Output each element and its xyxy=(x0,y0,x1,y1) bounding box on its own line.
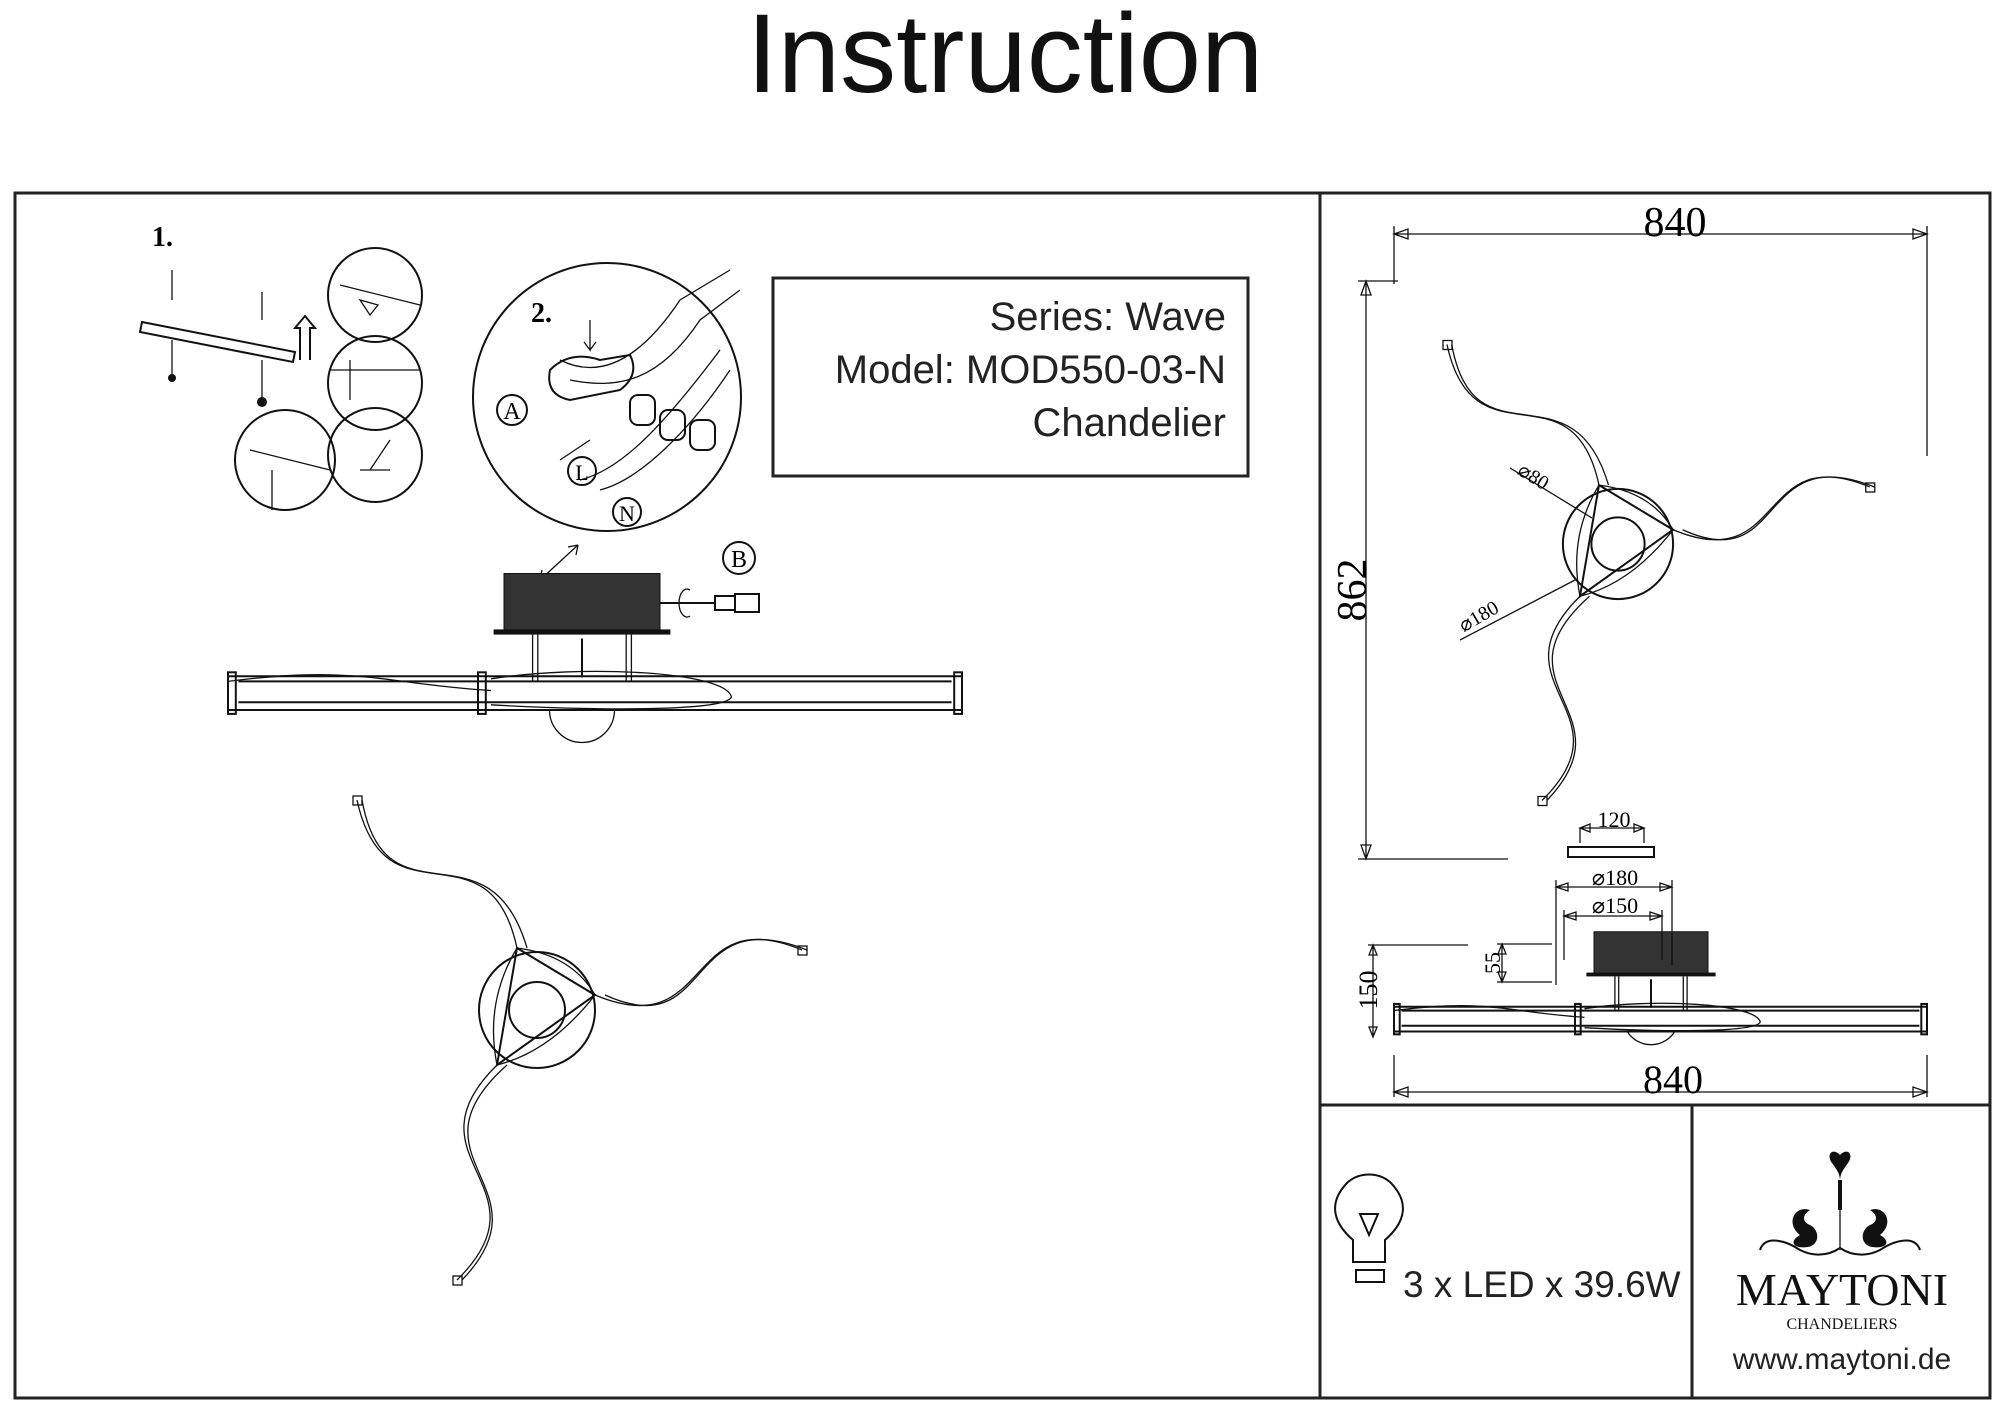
step1-label: 1. xyxy=(152,222,173,253)
bar-clamp xyxy=(1393,1002,1401,1036)
brand-tagline: CHANDELIERS xyxy=(1786,1316,1897,1333)
canopy-plate xyxy=(493,629,671,635)
arm-end-cap xyxy=(352,795,363,806)
series-label: Series: Wave xyxy=(990,295,1226,339)
body-circle xyxy=(478,951,596,1069)
rod xyxy=(1614,976,1688,1011)
bar-clamp xyxy=(477,671,487,715)
bar-clamp xyxy=(953,671,964,715)
bar-clamp xyxy=(227,671,237,715)
side-view-assembly xyxy=(227,573,964,744)
wave-curve xyxy=(227,670,733,710)
lamp-spec: 3 x LED x 39.6W xyxy=(1403,1264,1681,1305)
dim-base-180: ⌀180 xyxy=(1592,865,1638,890)
arm-link xyxy=(1576,484,1600,597)
canopy-mesh xyxy=(1593,931,1709,975)
wave-arm xyxy=(1541,595,1581,801)
rod xyxy=(531,634,633,682)
arm-end-cap xyxy=(797,945,808,956)
maytoni-logo: MAYTONI CHANDELIERS xyxy=(1736,1151,1948,1333)
dim-total-height: 150 xyxy=(1354,971,1383,1010)
top-dimensions: 840 862 ⌀80 ⌀180 xyxy=(1330,200,1929,861)
dim-base-150: ⌀150 xyxy=(1592,893,1638,918)
brand-url[interactable]: www.maytoni.de xyxy=(1732,1343,1951,1376)
brand-name: MAYTONI xyxy=(1736,1264,1948,1315)
wave-bar xyxy=(227,675,963,711)
bulb-globe xyxy=(548,709,616,744)
arm-link xyxy=(492,947,518,1066)
canopy-circle xyxy=(508,981,566,1039)
bulb-globe xyxy=(1626,1031,1676,1046)
arm-link xyxy=(496,994,596,1066)
wave-arm xyxy=(1682,476,1875,541)
model-label: Model: MOD550-03-N xyxy=(835,348,1226,392)
bar-clamp xyxy=(1574,1002,1582,1036)
spec-box: Series: Wave Model: MOD550-03-N Chandeli… xyxy=(771,276,1250,478)
arm-link xyxy=(516,947,596,996)
step2-label: 2. xyxy=(531,298,552,329)
dim-side-width: 840 xyxy=(1643,1057,1703,1102)
wave-arm xyxy=(461,1064,508,1281)
dim-top-width: 840 xyxy=(1644,200,1707,246)
wave-arm xyxy=(1672,476,1871,541)
wave-bar xyxy=(1393,1005,1928,1033)
arm-end-cap xyxy=(1537,795,1548,807)
side-view-right xyxy=(1393,931,1929,1046)
wave-arm xyxy=(361,799,528,949)
label-b: B xyxy=(731,547,747,573)
dim-canopy-dia: ⌀80 xyxy=(1514,459,1553,495)
body-circle xyxy=(1561,487,1675,601)
arm-end-cap xyxy=(1442,339,1453,351)
page-title: Instruction xyxy=(747,0,1264,116)
arm-end-cap xyxy=(452,1275,463,1286)
arm-link xyxy=(1579,529,1674,597)
canopy-plate xyxy=(1586,972,1716,977)
top-view-left xyxy=(352,795,808,1286)
side-dimensions: 120 ⌀180 ⌀150 55 150 840 xyxy=(1354,807,1929,1102)
screwdriver-icon xyxy=(660,588,760,618)
step2-illustration: 2. A L N B xyxy=(472,262,760,618)
step1-illustration: 1. xyxy=(138,222,423,511)
wave-arm xyxy=(604,938,808,1007)
wave-arm xyxy=(456,1064,498,1281)
dim-body-dia: ⌀180 xyxy=(1455,597,1502,637)
label-n: N xyxy=(619,501,635,526)
hub-frame xyxy=(495,946,597,1068)
wave-arm xyxy=(1546,595,1590,801)
bar-clamp xyxy=(1920,1002,1929,1036)
canopy-circle xyxy=(1590,516,1646,572)
hub-frame xyxy=(1578,483,1675,599)
outer-frame xyxy=(13,191,1992,1400)
canopy-mesh xyxy=(503,573,661,633)
dim-canopy-height: 55 xyxy=(1480,952,1505,974)
dim-top-depth: 862 xyxy=(1330,559,1376,622)
arm-link xyxy=(1598,484,1674,531)
wave-arm xyxy=(594,938,803,1007)
wave-arm xyxy=(1451,344,1610,486)
dim-bracket: 120 xyxy=(1598,807,1631,832)
type-label: Chandelier xyxy=(1033,401,1226,445)
wave-curve xyxy=(1393,1002,1761,1032)
top-view-right xyxy=(1442,339,1876,807)
label-a: A xyxy=(503,399,521,425)
label-l: L xyxy=(575,460,588,485)
arm-end-cap xyxy=(1865,482,1876,493)
light-bulb-icon xyxy=(1334,1173,1404,1283)
